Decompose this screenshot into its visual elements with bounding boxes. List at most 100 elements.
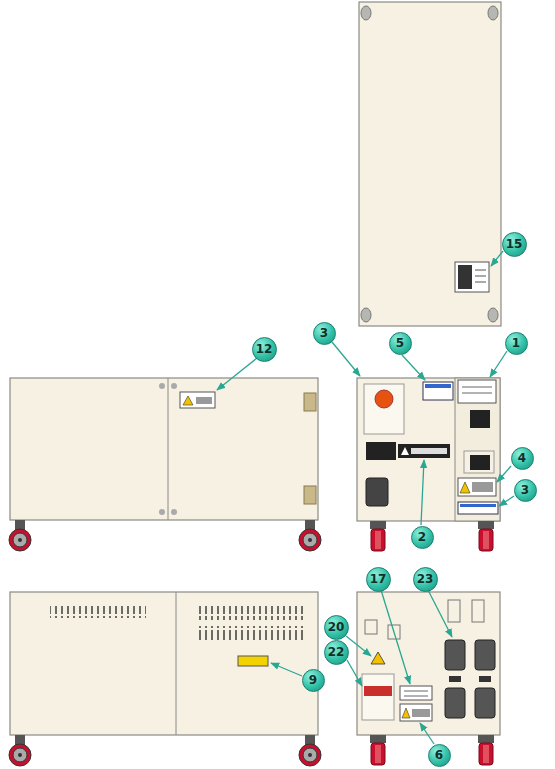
rear-view xyxy=(357,592,500,735)
drawing-part xyxy=(460,504,496,507)
callout-text: 1 xyxy=(512,337,520,349)
callout-text: 23 xyxy=(417,573,434,585)
drawing-part xyxy=(445,640,465,670)
drawing-part xyxy=(159,383,165,389)
drawing-part xyxy=(375,390,393,408)
drawing-part xyxy=(271,663,302,676)
drawing-part xyxy=(478,735,494,743)
drawing-part xyxy=(362,674,394,720)
drawing-part xyxy=(411,448,447,454)
callout-number: 15 xyxy=(502,232,527,257)
callout-text: 5 xyxy=(396,337,404,349)
drawing-part xyxy=(171,509,177,515)
drawing-part xyxy=(10,592,318,735)
drawing-part xyxy=(445,688,465,718)
drawing-part xyxy=(357,378,500,521)
drawing-part xyxy=(375,745,381,763)
drawing-part xyxy=(475,282,486,283)
drawing-part xyxy=(370,521,386,529)
drawing-part xyxy=(176,592,177,735)
drawing-part xyxy=(404,696,428,697)
drawing-part xyxy=(371,743,385,765)
drawing-part xyxy=(479,529,493,551)
drawing-part xyxy=(462,393,492,394)
drawing-part xyxy=(308,753,312,757)
drawing-part xyxy=(449,676,461,682)
drawing-part xyxy=(488,6,498,20)
drawing-part xyxy=(479,676,491,682)
drawing-part xyxy=(462,387,492,388)
drawing-part xyxy=(9,529,31,551)
drawing-part xyxy=(398,444,450,458)
drawing-part xyxy=(401,447,409,455)
callout-number: 23 xyxy=(413,567,438,592)
drawing-part xyxy=(483,745,489,763)
drawing-part xyxy=(308,538,312,542)
drawing-part xyxy=(400,704,432,721)
callout-number: 17 xyxy=(366,567,391,592)
callout-number: 3 xyxy=(313,322,336,345)
drawing-part xyxy=(400,686,432,700)
drawing-part xyxy=(458,478,496,496)
callout-number: 6 xyxy=(428,744,451,767)
drawing-part xyxy=(428,590,452,637)
drawing-part xyxy=(472,600,484,622)
drawing-part xyxy=(299,529,321,551)
drawing-part xyxy=(375,531,381,549)
drawing-part xyxy=(180,392,215,408)
drawing-part xyxy=(361,308,371,322)
drawing-part xyxy=(420,723,434,744)
callout-text: 20 xyxy=(328,621,345,633)
callout-text: 15 xyxy=(506,238,523,250)
drawing-part xyxy=(402,355,425,380)
drawing-part xyxy=(470,410,490,428)
drawing-part xyxy=(483,531,489,549)
drawing-part xyxy=(299,744,321,766)
drawing-part xyxy=(159,509,165,515)
drawing-part xyxy=(365,620,377,634)
drawing-part xyxy=(332,342,360,376)
side-view xyxy=(10,378,318,520)
drawing-part xyxy=(304,393,316,411)
drawing-part xyxy=(475,276,486,277)
callout-number: 20 xyxy=(324,615,349,640)
drawing-part xyxy=(9,744,31,766)
drawing-part xyxy=(366,442,396,460)
callout-number: 22 xyxy=(324,640,349,665)
drawing-part xyxy=(488,308,498,322)
callout-text: 22 xyxy=(328,646,345,658)
drawing-part xyxy=(304,486,316,504)
drawing-part xyxy=(18,753,22,757)
drawing-part xyxy=(13,533,27,547)
drawing-part xyxy=(381,590,410,684)
drawing-part xyxy=(497,466,511,482)
front-view xyxy=(357,378,500,521)
drawing-part xyxy=(13,748,27,762)
top-view xyxy=(359,2,501,326)
callout-number: 1 xyxy=(505,332,528,355)
drawing-part xyxy=(357,592,500,735)
drawing-part xyxy=(402,708,410,718)
drawing-part xyxy=(371,529,385,551)
rear-side-view xyxy=(10,592,318,735)
drawing-part xyxy=(412,709,430,717)
drawing-part xyxy=(458,265,472,289)
drawing-part xyxy=(303,748,317,762)
drawing-part xyxy=(347,660,362,686)
drawing-part xyxy=(421,460,424,525)
drawing-part xyxy=(458,380,496,403)
drawing-part xyxy=(217,358,257,390)
drawing-part xyxy=(361,6,371,20)
drawing-part xyxy=(238,656,268,666)
drawing-part xyxy=(364,686,392,696)
casters xyxy=(9,520,494,766)
drawing-part xyxy=(479,743,493,765)
drawing-part xyxy=(470,455,490,470)
drawing-part xyxy=(359,2,501,326)
callout-number: 4 xyxy=(511,447,534,470)
drawing-part xyxy=(404,691,428,692)
drawing-part xyxy=(455,378,500,521)
callout-text: 2 xyxy=(418,531,426,543)
drawing-part xyxy=(455,262,489,292)
